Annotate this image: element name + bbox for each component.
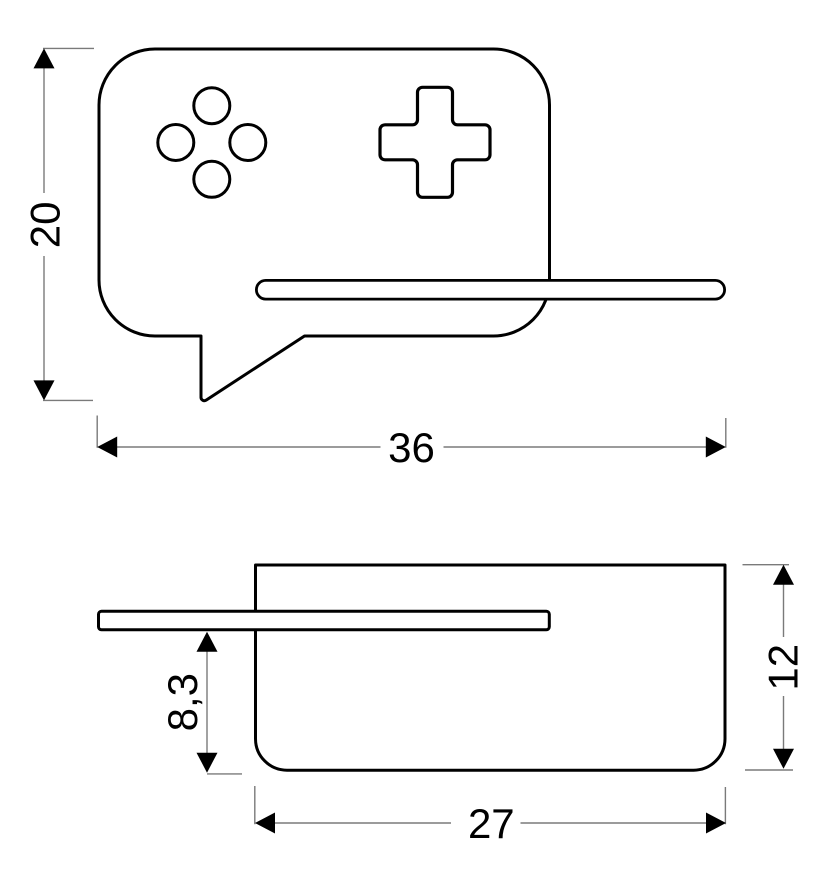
svg-text:12: 12 [760, 644, 807, 691]
svg-text:27: 27 [468, 800, 515, 847]
svg-text:20: 20 [22, 202, 69, 249]
svg-text:36: 36 [388, 424, 435, 471]
svg-text:8,3: 8,3 [159, 673, 206, 731]
